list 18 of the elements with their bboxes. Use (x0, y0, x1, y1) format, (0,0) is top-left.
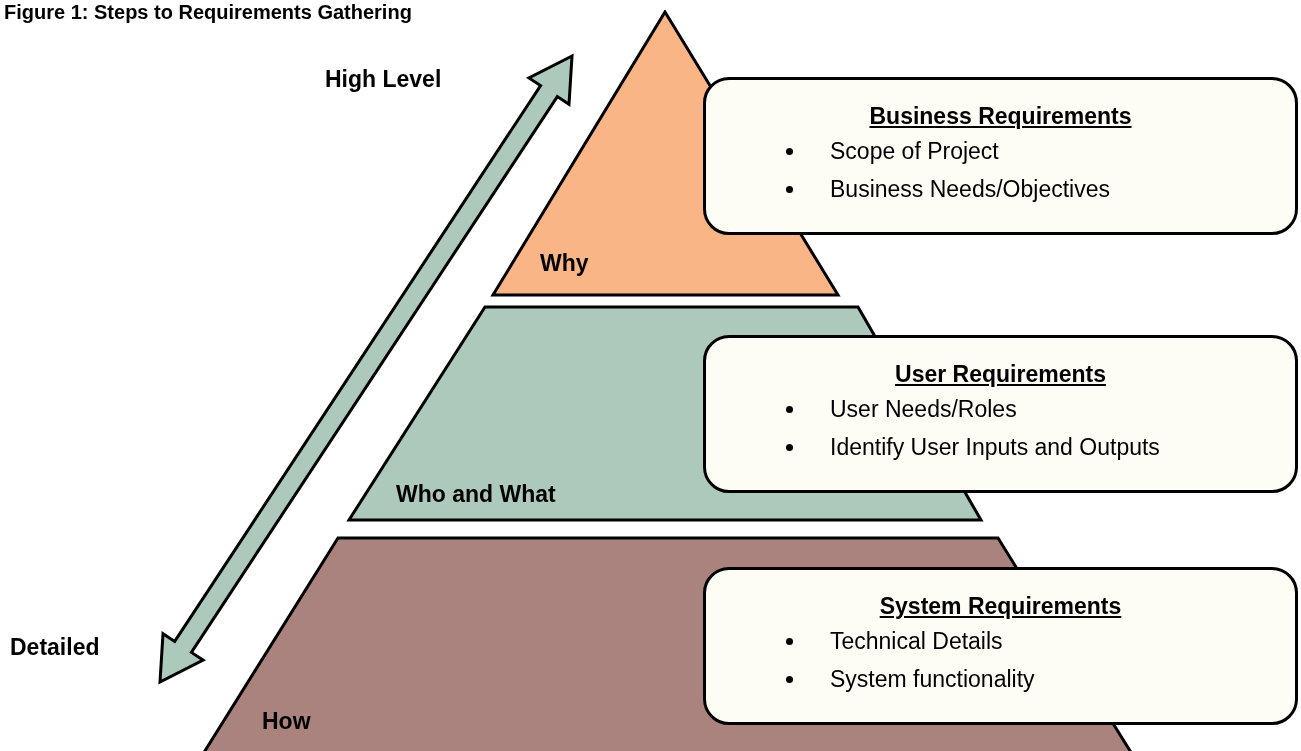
card-heading: System Requirements (879, 592, 1122, 621)
bullet-text: User Needs/Roles (830, 395, 1017, 424)
bullet-text: Identify User Inputs and Outputs (830, 433, 1160, 462)
layer-label: How (262, 707, 311, 736)
card-heading: Business Requirements (869, 102, 1132, 131)
level-label: High Level (325, 65, 442, 94)
requirements-card (703, 77, 1298, 235)
layer-label: Who and What (396, 480, 556, 509)
bullet-text: Scope of Project (830, 137, 999, 166)
level-label: Detailed (10, 633, 100, 662)
requirements-card (703, 335, 1298, 493)
bullet-text: System functionality (830, 665, 1035, 694)
requirements-card (703, 567, 1298, 725)
bullet-text: Technical Details (830, 627, 1003, 656)
layer-label: Why (540, 249, 589, 278)
bullet-text: Business Needs/Objectives (830, 175, 1110, 204)
card-heading: User Requirements (895, 360, 1106, 389)
figure-title: Figure 1: Steps to Requirements Gathering (4, 0, 412, 25)
